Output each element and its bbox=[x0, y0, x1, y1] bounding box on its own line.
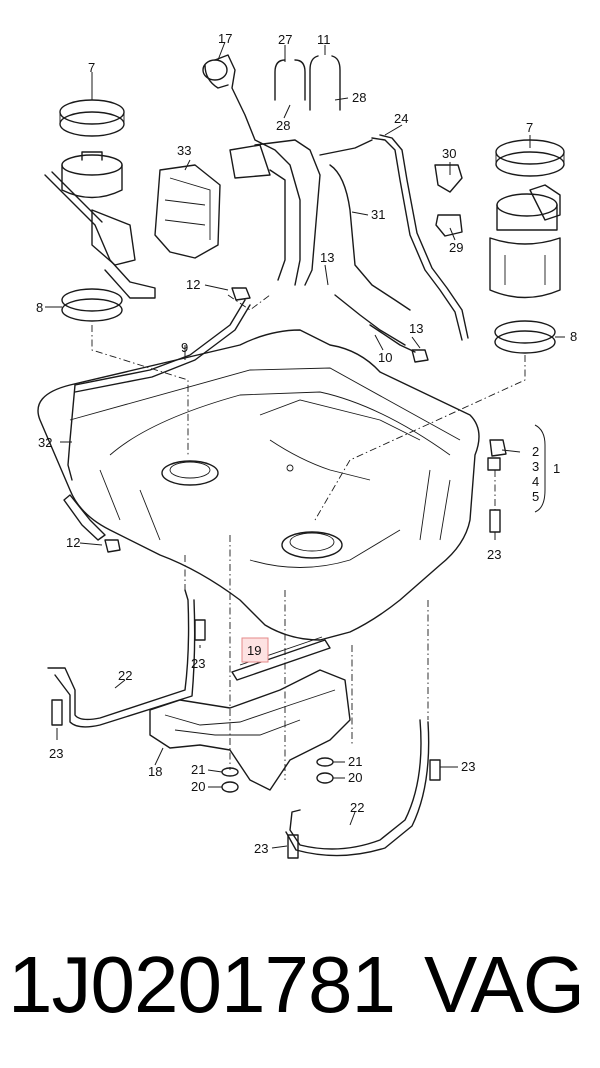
fuel-sender-left bbox=[44, 99, 156, 322]
callout-29: 29 bbox=[449, 240, 463, 255]
fuel-tank-exploded-diagram: 7 8 7 8 9 10 11 12 12 13 13 17 18 19 20 … bbox=[36, 31, 577, 859]
callout-8-right: 8 bbox=[570, 329, 577, 344]
callout-22-left: 22 bbox=[118, 668, 132, 683]
callouts: 7 8 7 8 9 10 11 12 12 13 13 17 18 19 20 … bbox=[36, 31, 577, 856]
callout-23-d: 23 bbox=[461, 759, 475, 774]
callout-5: 5 bbox=[532, 489, 539, 504]
callout-23-c: 23 bbox=[487, 547, 501, 562]
callout-13-lower: 13 bbox=[409, 321, 423, 336]
assembly-guides bbox=[91, 294, 526, 780]
callout-8-left: 8 bbox=[36, 300, 43, 315]
part-number: 1J0201781 bbox=[8, 940, 396, 1029]
callout-27: 27 bbox=[278, 32, 292, 47]
vent-line-24 bbox=[371, 134, 469, 341]
callout-21-right: 21 bbox=[348, 754, 362, 769]
callout-21-left: 21 bbox=[191, 762, 205, 777]
highlight-19 bbox=[241, 637, 269, 663]
charcoal-canister-33 bbox=[154, 164, 221, 259]
callout-18: 18 bbox=[148, 764, 162, 779]
callout-23-b: 23 bbox=[49, 746, 63, 761]
fuel-tank bbox=[37, 329, 480, 641]
heat-shield bbox=[149, 669, 351, 791]
filler-neck-assembly bbox=[202, 54, 373, 286]
line-31 bbox=[329, 164, 411, 311]
callout-24: 24 bbox=[394, 111, 408, 126]
callout-10: 10 bbox=[378, 350, 392, 365]
callout-31: 31 bbox=[371, 207, 385, 222]
callout-11: 11 bbox=[317, 32, 331, 47]
callout-28-left: 28 bbox=[276, 118, 290, 133]
fuel-filter bbox=[63, 494, 106, 541]
callout-3: 3 bbox=[532, 459, 539, 474]
callout-12-bottom: 12 bbox=[66, 535, 80, 550]
callout-23-a: 23 bbox=[191, 656, 205, 671]
callout-33: 33 bbox=[177, 143, 191, 158]
callout-20-left: 20 bbox=[191, 779, 205, 794]
strap-22-left bbox=[47, 589, 196, 728]
line-10 bbox=[334, 294, 416, 353]
callout-30: 30 bbox=[442, 146, 456, 161]
callout-9: 9 bbox=[181, 340, 188, 355]
callout-20-right: 20 bbox=[348, 770, 362, 785]
callout-28-right: 28 bbox=[352, 90, 366, 105]
callout-2: 2 bbox=[532, 444, 539, 459]
brand-label: VAG bbox=[423, 940, 585, 1029]
callout-22-right: 22 bbox=[350, 800, 364, 815]
callout-32: 32 bbox=[38, 435, 52, 450]
callout-23-e: 23 bbox=[254, 841, 268, 856]
fuel-pump-right bbox=[489, 139, 565, 354]
line-9 bbox=[67, 299, 251, 481]
callout-1: 1 bbox=[553, 461, 560, 476]
strap-22-right bbox=[285, 719, 430, 857]
callout-19: 19 bbox=[247, 643, 261, 658]
leader-lines bbox=[45, 41, 565, 849]
callout-17: 17 bbox=[218, 31, 232, 46]
callout-13-upper: 13 bbox=[320, 250, 334, 265]
callout-7-left: 7 bbox=[88, 60, 95, 75]
caption-bar: 1J0201781 VAG bbox=[0, 930, 600, 1040]
callout-4: 4 bbox=[532, 474, 539, 489]
callout-12-top: 12 bbox=[186, 277, 200, 292]
small-hardware bbox=[51, 164, 507, 859]
callout-7-right: 7 bbox=[526, 120, 533, 135]
